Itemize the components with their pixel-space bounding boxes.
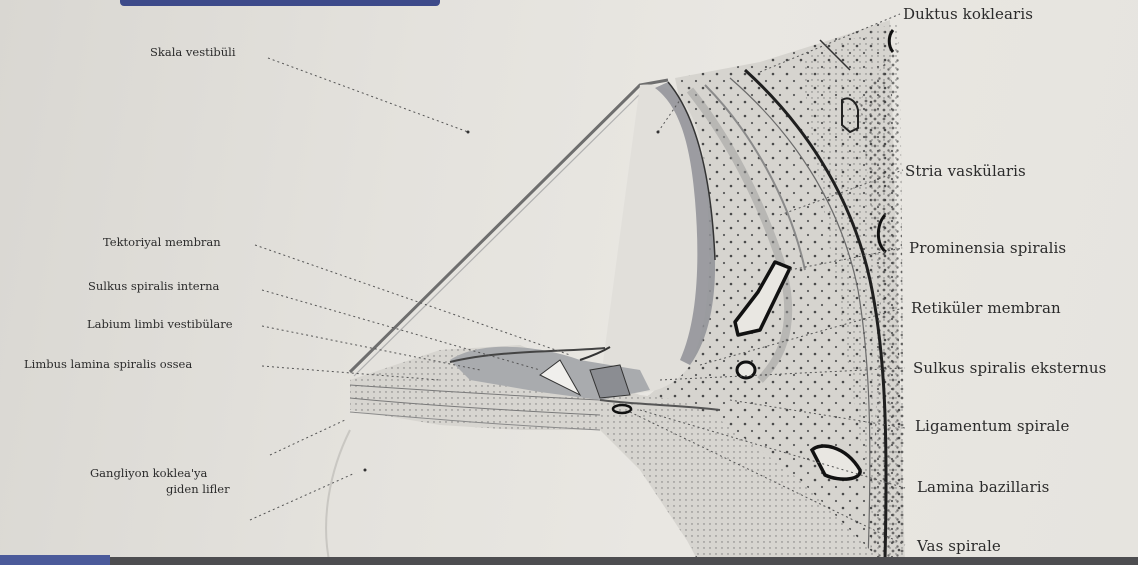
label-stria-vaskularis: Stria vaskülaris — [905, 163, 1026, 180]
label-prominensia-spiralis: Prominensia spiralis — [909, 240, 1066, 257]
label-tektoriyal-membran: Tektoriyal membran — [103, 236, 221, 249]
label-duktus-koklearis: Duktus koklearis — [903, 6, 1033, 23]
label-ligamentum-spirale: Ligamentum spirale — [915, 418, 1069, 435]
label-sulkus-spiralis-eksternus: Sulkus spiralis eksternus — [913, 360, 1106, 377]
label-retikuler-membran: Retiküler membran — [911, 300, 1061, 317]
label-vas-spirale: Vas spirale — [917, 538, 1001, 555]
label-gangliyon-line2: giden lifler — [166, 483, 230, 496]
book-footer-bar — [0, 555, 110, 565]
page-bottom-edge — [0, 557, 1138, 565]
label-limbus: Limbus lamina spiralis ossea — [24, 358, 192, 371]
label-labium-limbi: Labium limbi vestibülare — [87, 318, 233, 331]
label-lamina-bazillaris: Lamina bazillaris — [917, 479, 1049, 496]
label-sulkus-spiralis-interna: Sulkus spiralis interna — [88, 280, 219, 293]
label-gangliyon-line1: Gangliyon koklea'ya — [90, 467, 207, 480]
label-skala-vestibuli: Skala vestibüli — [150, 46, 236, 59]
